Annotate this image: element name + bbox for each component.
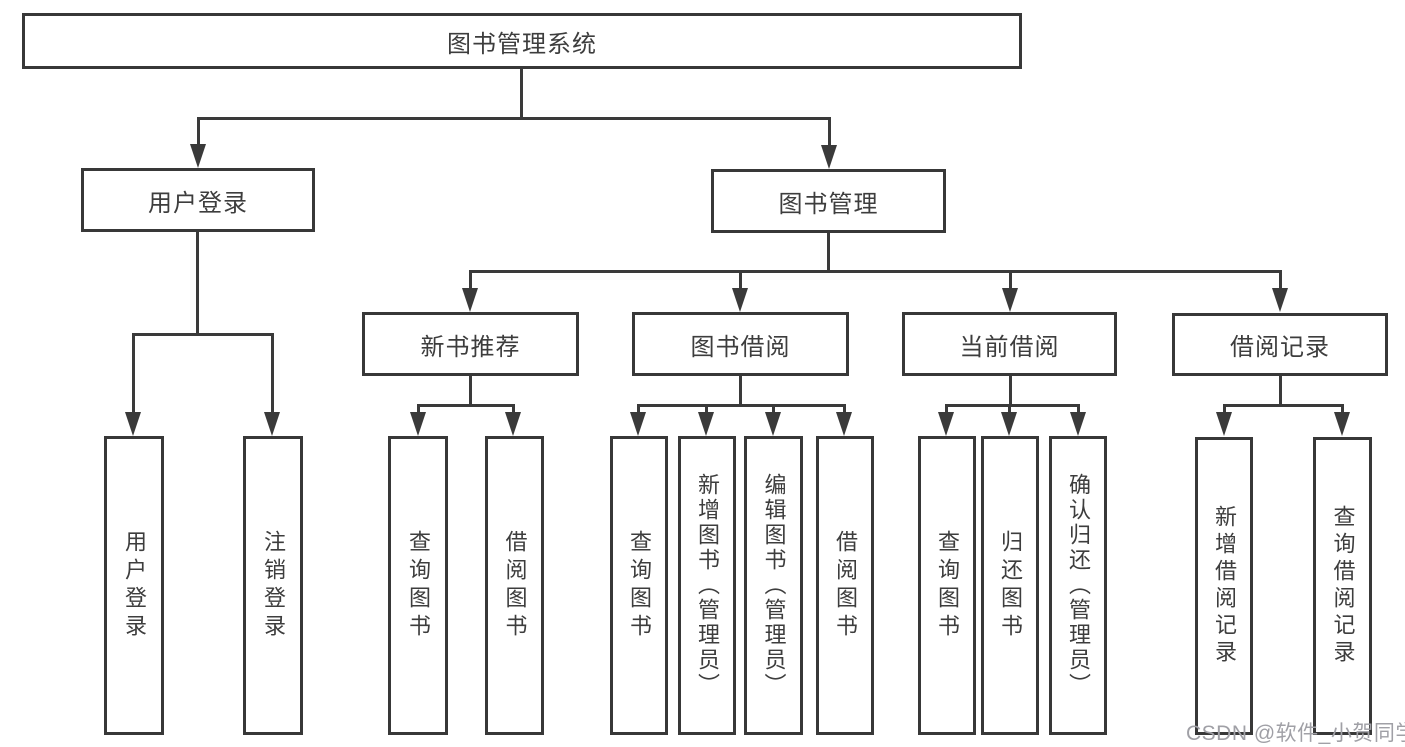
node-leaf-confirm-return-admin: 确认归还（管理员） <box>1049 436 1107 735</box>
arrow-to-current-borrow <box>1002 288 1018 312</box>
connector-newbook-shaft <box>469 270 472 288</box>
arrow-to-add-book-admin <box>698 412 714 436</box>
arrow-to-borrow-records <box>1272 288 1288 312</box>
node-book-mgmt: 图书管理 <box>711 169 946 233</box>
arrow-to-query-book-2 <box>630 412 646 436</box>
node-leaf-borrow-book-2: 借阅图书 <box>816 436 874 735</box>
node-leaf-query-book-3: 查询图书 <box>918 436 976 735</box>
connector-mgmt-hbar <box>469 270 1282 273</box>
leaf-label: 编辑图书（管理员） <box>761 473 787 698</box>
leaf-label: 借阅图书 <box>502 529 528 642</box>
node-leaf-borrow-book-1: 借阅图书 <box>485 436 544 735</box>
leaf-label: 归还图书 <box>998 529 1023 642</box>
connector-leaf-logout-shaft <box>271 333 274 412</box>
csdn-watermark: CSDN @软件_小贺同学 <box>1186 722 1405 745</box>
arrow-to-confirm-return <box>1070 412 1086 436</box>
node-user-login: 用户登录 <box>81 168 315 232</box>
node-book-borrow-label: 图书借阅 <box>690 333 791 361</box>
node-leaf-logout: 注销登录 <box>243 436 303 735</box>
leaf-label: 注销登录 <box>261 529 286 642</box>
leaf-label: 新增借阅记录 <box>1212 505 1237 667</box>
connector-root-stem <box>520 69 523 119</box>
node-leaf-user-login: 用户登录 <box>104 436 164 735</box>
node-current-borrow-label: 当前借阅 <box>959 333 1060 361</box>
connector-currentborrow-hbar <box>945 404 1080 407</box>
connector-shaft <box>1341 404 1344 414</box>
arrow-to-book-mgmt <box>821 145 837 169</box>
arrow-to-add-borrow-record <box>1216 412 1232 436</box>
arrow-to-query-borrow-record <box>1334 412 1350 436</box>
node-current-borrow: 当前借阅 <box>902 312 1117 376</box>
node-borrow-records: 借阅记录 <box>1172 313 1388 376</box>
arrow-to-leaf-user-login <box>125 412 141 436</box>
connector-bookborrow-shaft <box>739 270 742 288</box>
arrow-to-borrow-book-1 <box>505 412 521 436</box>
connector-login-hbar <box>132 333 274 336</box>
connector-shaft <box>1077 404 1080 414</box>
connector-shaft <box>1008 404 1011 414</box>
arrow-to-new-book-rec <box>462 288 478 312</box>
node-new-book-rec-label: 新书推荐 <box>420 333 521 361</box>
connector-shaft <box>705 404 708 414</box>
node-leaf-return-book: 归还图书 <box>981 436 1039 735</box>
leaf-label: 查询图书 <box>935 529 960 642</box>
connector-leaf-login-shaft <box>132 333 135 412</box>
node-leaf-edit-book-admin: 编辑图书（管理员） <box>744 436 803 735</box>
leaf-label: 用户登录 <box>122 529 147 642</box>
connector-newbook-hbar <box>417 404 515 407</box>
node-leaf-query-borrow-record: 查询借阅记录 <box>1313 437 1372 735</box>
connector-newbook-stem <box>469 376 472 407</box>
connector-bookborrow-hbar <box>637 404 846 407</box>
leaf-label: 查询图书 <box>627 529 652 642</box>
node-leaf-query-book-1: 查询图书 <box>388 436 448 735</box>
node-book-borrow: 图书借阅 <box>632 312 849 376</box>
connector-user-login-shaft <box>197 117 200 145</box>
node-leaf-add-borrow-record: 新增借阅记录 <box>1195 437 1253 735</box>
connector-shaft <box>512 404 515 414</box>
arrow-to-query-book-3 <box>938 412 954 436</box>
node-leaf-query-book-2: 查询图书 <box>610 436 668 735</box>
leaf-label: 借阅图书 <box>833 529 858 642</box>
connector-shaft <box>945 404 948 414</box>
arrow-to-edit-book-admin <box>765 412 781 436</box>
connector-shaft <box>772 404 775 414</box>
connector-borrowrecords-shaft <box>1279 270 1282 288</box>
connector-shaft <box>843 404 846 414</box>
node-root: 图书管理系统 <box>22 13 1022 69</box>
connector-currentborrow-stem <box>1009 376 1012 407</box>
connector-book-mgmt-shaft <box>828 117 831 145</box>
node-user-login-label: 用户登录 <box>148 189 248 217</box>
arrow-to-borrow-book-2 <box>836 412 852 436</box>
connector-borrowrecords-hbar <box>1223 404 1344 407</box>
leaf-label: 确认归还（管理员） <box>1066 473 1091 698</box>
arrow-to-query-book-1 <box>410 412 426 436</box>
connector-shaft <box>1223 404 1226 414</box>
node-new-book-rec: 新书推荐 <box>362 312 579 376</box>
arrow-to-leaf-logout <box>264 412 280 436</box>
connector-shaft <box>417 404 420 414</box>
connector-shaft <box>637 404 640 414</box>
node-book-mgmt-label: 图书管理 <box>778 190 879 218</box>
connector-root-hbar <box>197 117 831 120</box>
leaf-label: 新增图书（管理员） <box>695 473 720 698</box>
arrow-to-book-borrow <box>732 288 748 312</box>
connector-mgmt-stem <box>827 233 830 273</box>
connector-login-stem <box>196 232 199 336</box>
connector-borrowrecords-stem <box>1279 376 1282 407</box>
node-root-label: 图书管理系统 <box>447 30 597 58</box>
arrow-to-user-login <box>190 144 206 168</box>
arrow-to-return-book <box>1001 412 1017 436</box>
leaf-label: 查询借阅记录 <box>1330 505 1356 667</box>
connector-bookborrow-stem <box>739 376 742 407</box>
connector-currentborrow-shaft <box>1009 270 1012 288</box>
node-borrow-records-label: 借阅记录 <box>1230 334 1330 361</box>
leaf-label: 查询图书 <box>406 529 431 642</box>
node-leaf-add-book-admin: 新增图书（管理员） <box>678 436 736 735</box>
